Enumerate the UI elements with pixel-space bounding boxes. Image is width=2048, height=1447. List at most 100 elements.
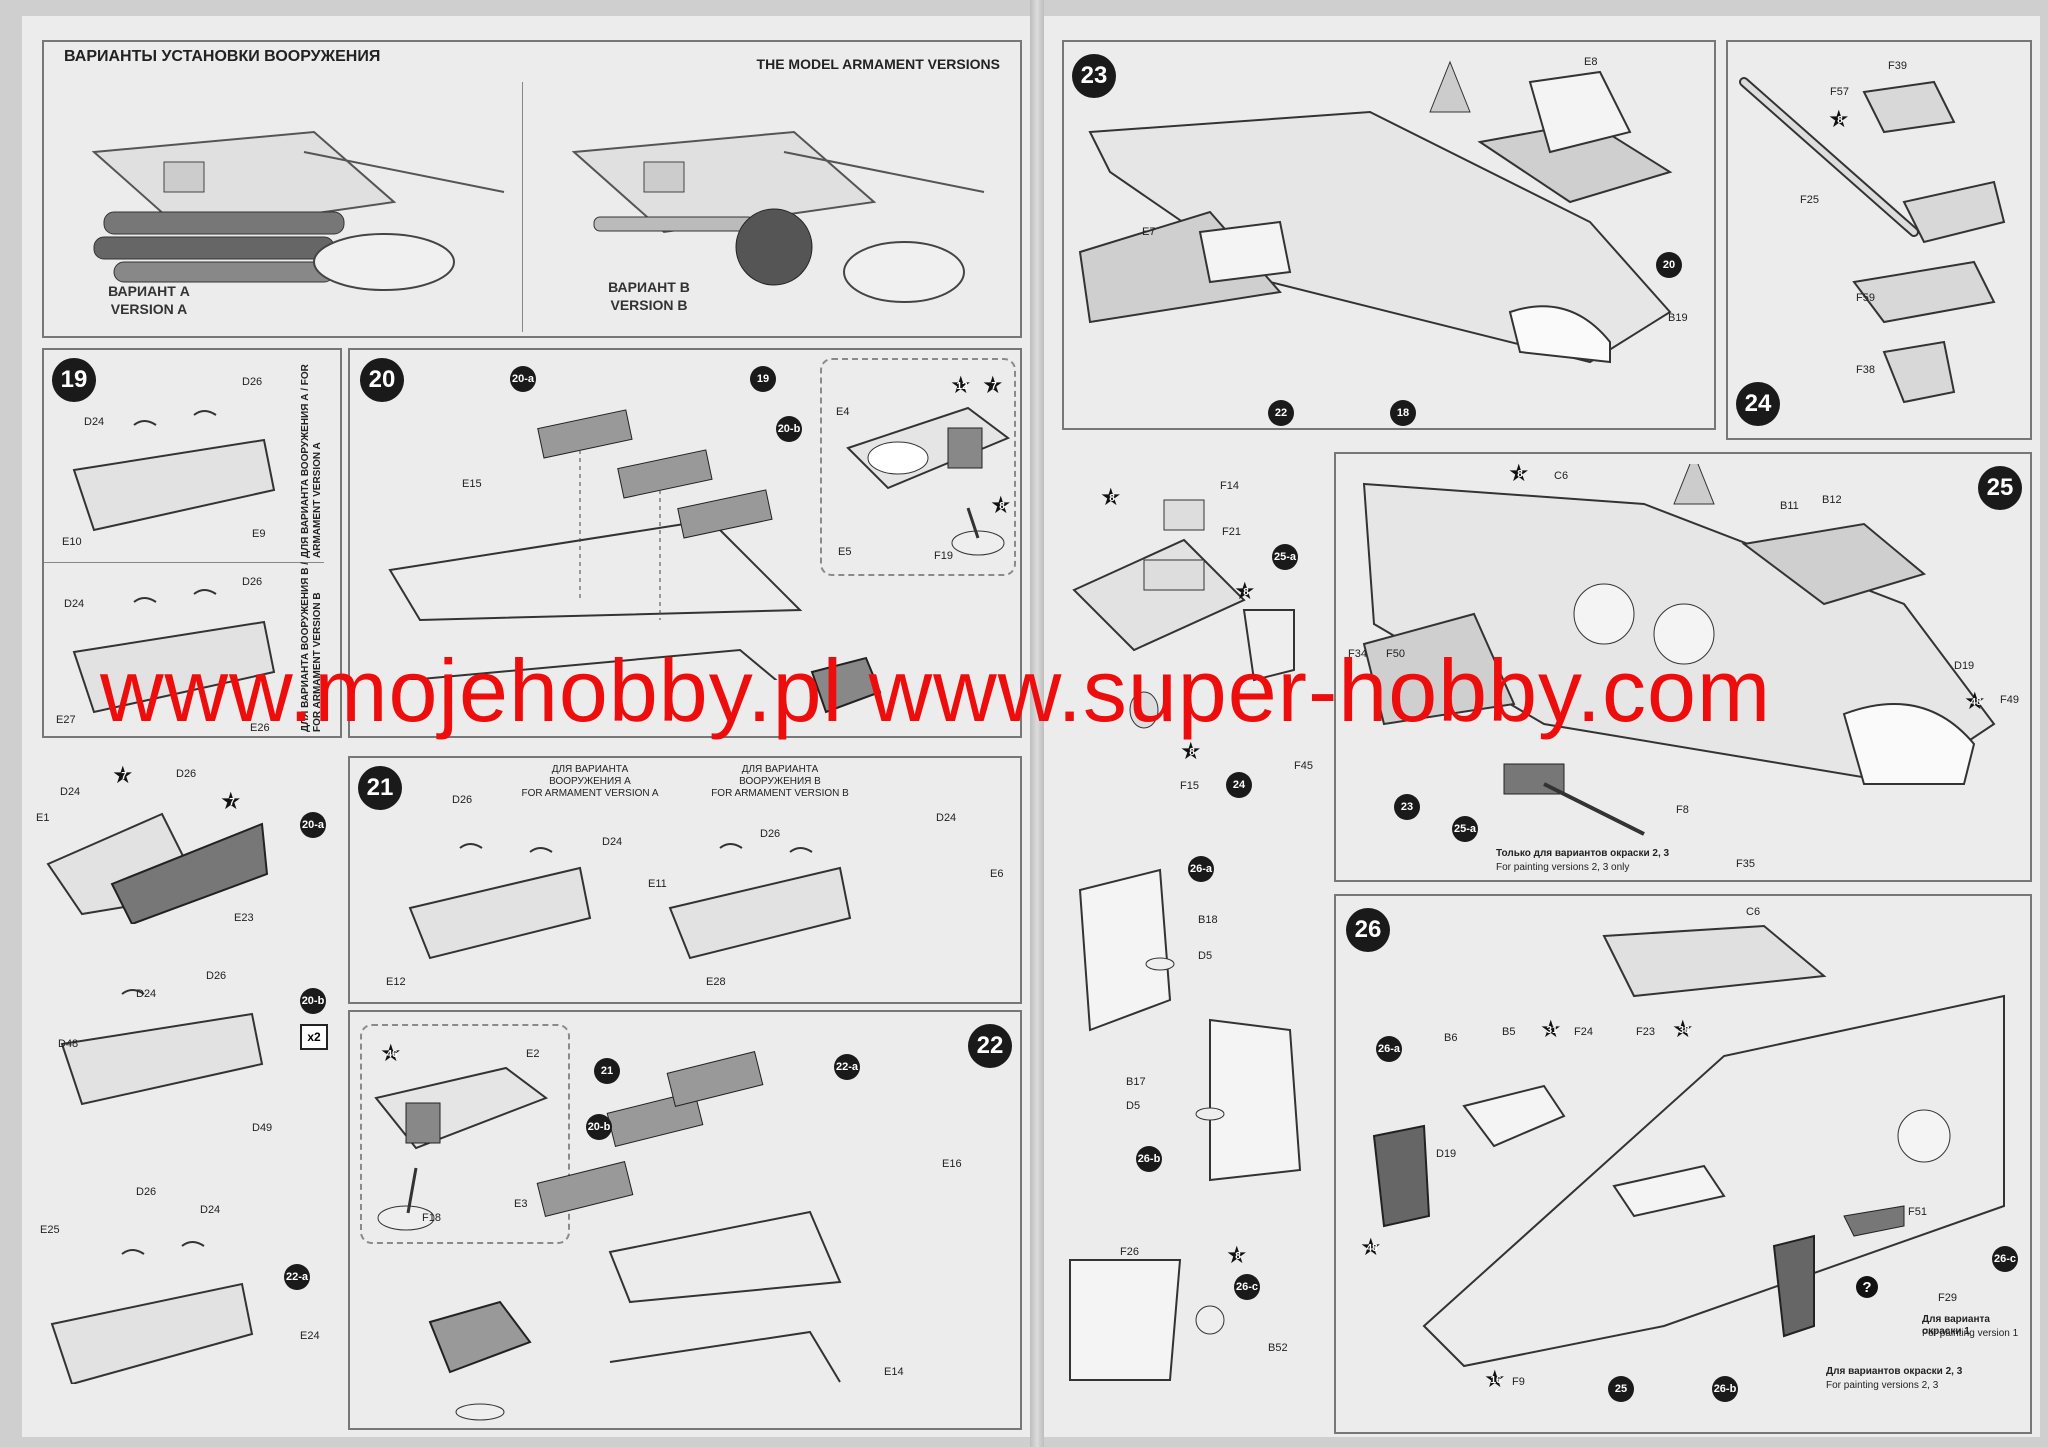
- step-25-note-en: For painting versions 2, 3 only: [1496, 862, 1630, 873]
- part-label: F15: [1180, 780, 1199, 792]
- part-label: D24: [136, 988, 157, 1000]
- part-label: E4: [836, 406, 850, 418]
- paint-star: ★38: [1672, 1016, 1694, 1043]
- step-21-caption-b: ДЛЯ ВАРИАНТА ВООРУЖЕНИЯ В FOR ARMAMENT V…: [711, 764, 849, 799]
- step-20-number: 20: [360, 358, 404, 402]
- ref-26-b: 26-b: [1712, 1376, 1738, 1402]
- part-label: F45: [1294, 760, 1313, 772]
- part-label: E6: [990, 868, 1004, 880]
- version-divider: [522, 82, 523, 332]
- step-24-number: 24: [1736, 382, 1780, 426]
- step-26-drawing: [1372, 924, 2005, 1368]
- step-26-a-drawing: [1078, 868, 1175, 1032]
- part-label: F18: [422, 1212, 441, 1224]
- part-label: D26: [242, 576, 263, 588]
- paint-star: ★8: [1828, 106, 1850, 133]
- part-label: B18: [1198, 914, 1218, 926]
- part-label: E26: [250, 722, 270, 734]
- step-22-number: 22: [968, 1024, 1012, 1068]
- step-26-note1-ru: Для варианта окраски 1: [1922, 1314, 1990, 1337]
- ref-25-a: 25-a: [1452, 816, 1478, 842]
- step-25-panel: 25 C6 B11 B12 F34 F50 D19 F49 F8 F35 ★8 …: [1334, 452, 2032, 882]
- step-22-panel: 22 ★46 E2 E3 F18 21 22-a 20-b E16 E14: [348, 1010, 1022, 1430]
- part-label: F38: [1856, 364, 1875, 376]
- step-22-detail-drawing: [374, 1066, 549, 1231]
- version-a-caption: ВАРИАНТ А VERSION A: [108, 283, 190, 317]
- part-label: E7: [1142, 226, 1156, 238]
- step-26-number: 26: [1346, 908, 1390, 952]
- step-24-drawing: [1739, 77, 2006, 404]
- step-19-number: 19: [52, 358, 96, 402]
- paint-star: ★46: [380, 1040, 402, 1067]
- ref-20-a: 20-a: [300, 812, 326, 838]
- part-label: E2: [526, 1048, 540, 1060]
- step-21-caption-a: ДЛЯ ВАРИАНТА ВООРУЖЕНИЯ А FOR ARMAMENT V…: [521, 764, 659, 799]
- step-20-wing-drawing: [388, 409, 803, 680]
- step-19-divider: [44, 562, 324, 563]
- part-label: D24: [64, 598, 85, 610]
- ref-23: 23: [1394, 794, 1420, 820]
- quantity-badge: x2: [300, 1024, 328, 1050]
- ref-20-a: 20-a: [510, 366, 536, 392]
- part-label: E25: [40, 1224, 60, 1236]
- part-label: F8: [1676, 804, 1689, 816]
- part-label: B5: [1502, 1026, 1516, 1038]
- part-label: F14: [1220, 480, 1239, 492]
- ref-26-c: 26-c: [1234, 1274, 1260, 1300]
- step-25-drawing: [1362, 464, 1996, 836]
- part-label: F21: [1222, 526, 1241, 538]
- ref-26-b: 26-b: [1136, 1146, 1162, 1172]
- part-label: E11: [648, 878, 667, 890]
- part-label: E28: [706, 976, 726, 988]
- step-21-drawing-a: [408, 843, 592, 960]
- part-label: F9: [1512, 1376, 1525, 1388]
- part-label: D26: [242, 376, 263, 388]
- ref-26-c: 26-c: [1992, 1246, 2018, 1272]
- step-21-panel: 21 ДЛЯ ВАРИАНТА ВООРУЖЕНИЯ А FOR ARMAMEN…: [348, 756, 1022, 1004]
- part-label: D5: [1198, 950, 1213, 962]
- paint-star: ★48: [1360, 1234, 1382, 1261]
- part-label: F23: [1636, 1026, 1655, 1038]
- part-label: B11: [1780, 500, 1799, 512]
- step-26-b-drawing: [1195, 1018, 1302, 1182]
- ref-20-b: 20-b: [586, 1114, 612, 1140]
- part-label: E5: [838, 546, 852, 558]
- part-label: B17: [1126, 1076, 1146, 1088]
- part-label: E12: [386, 976, 406, 988]
- step-23-number: 23: [1072, 54, 1116, 98]
- part-label: E1: [36, 812, 50, 824]
- paint-star: ★48: [1964, 688, 1986, 715]
- step-23-panel: 23 E8 E7 B19 20 22 18: [1062, 40, 1716, 430]
- step-20-detail-drawing: [846, 406, 1010, 556]
- paint-star: ★8: [1180, 738, 1202, 765]
- part-label: F26: [1120, 1246, 1139, 1258]
- part-label: D24: [200, 1204, 221, 1216]
- step-22-a-drawing: [50, 1241, 254, 1384]
- part-label: F59: [1856, 292, 1875, 304]
- ref-22: 22: [1268, 400, 1294, 426]
- part-label: F19: [934, 550, 953, 562]
- part-label: E14: [884, 1366, 904, 1378]
- part-label: D26: [206, 970, 227, 982]
- step-20-a-drawing: [46, 812, 269, 924]
- paint-star: ★8: [1234, 578, 1256, 605]
- part-label: C6: [1746, 906, 1761, 918]
- ref-24: 24: [1226, 772, 1252, 798]
- ref-25-a: 25-a: [1272, 544, 1298, 570]
- version-a-drawing: [91, 130, 505, 291]
- part-label: D24: [936, 812, 957, 824]
- part-label: C6: [1554, 470, 1569, 482]
- ref-19: 19: [750, 366, 776, 392]
- armament-versions-panel: ВАРИАНТЫ УСТАНОВКИ ВООРУЖЕНИЯ THE MODEL …: [42, 40, 1022, 338]
- part-label: F25: [1800, 194, 1819, 206]
- ref-20-b: 20-b: [300, 988, 326, 1014]
- part-label: D26: [760, 828, 781, 840]
- version-b-drawing: [571, 130, 985, 303]
- part-label: E15: [462, 478, 482, 490]
- part-label: B52: [1268, 1342, 1288, 1354]
- step-26-panel: 26 C6 B6 B5 F24 F23 D19 F51 F29 F9 ★31 ★…: [1334, 894, 2032, 1434]
- part-label: E9: [252, 528, 266, 540]
- paint-star: ★7: [982, 372, 1004, 399]
- part-label: D24: [84, 416, 105, 428]
- step-20-pod: [810, 656, 882, 714]
